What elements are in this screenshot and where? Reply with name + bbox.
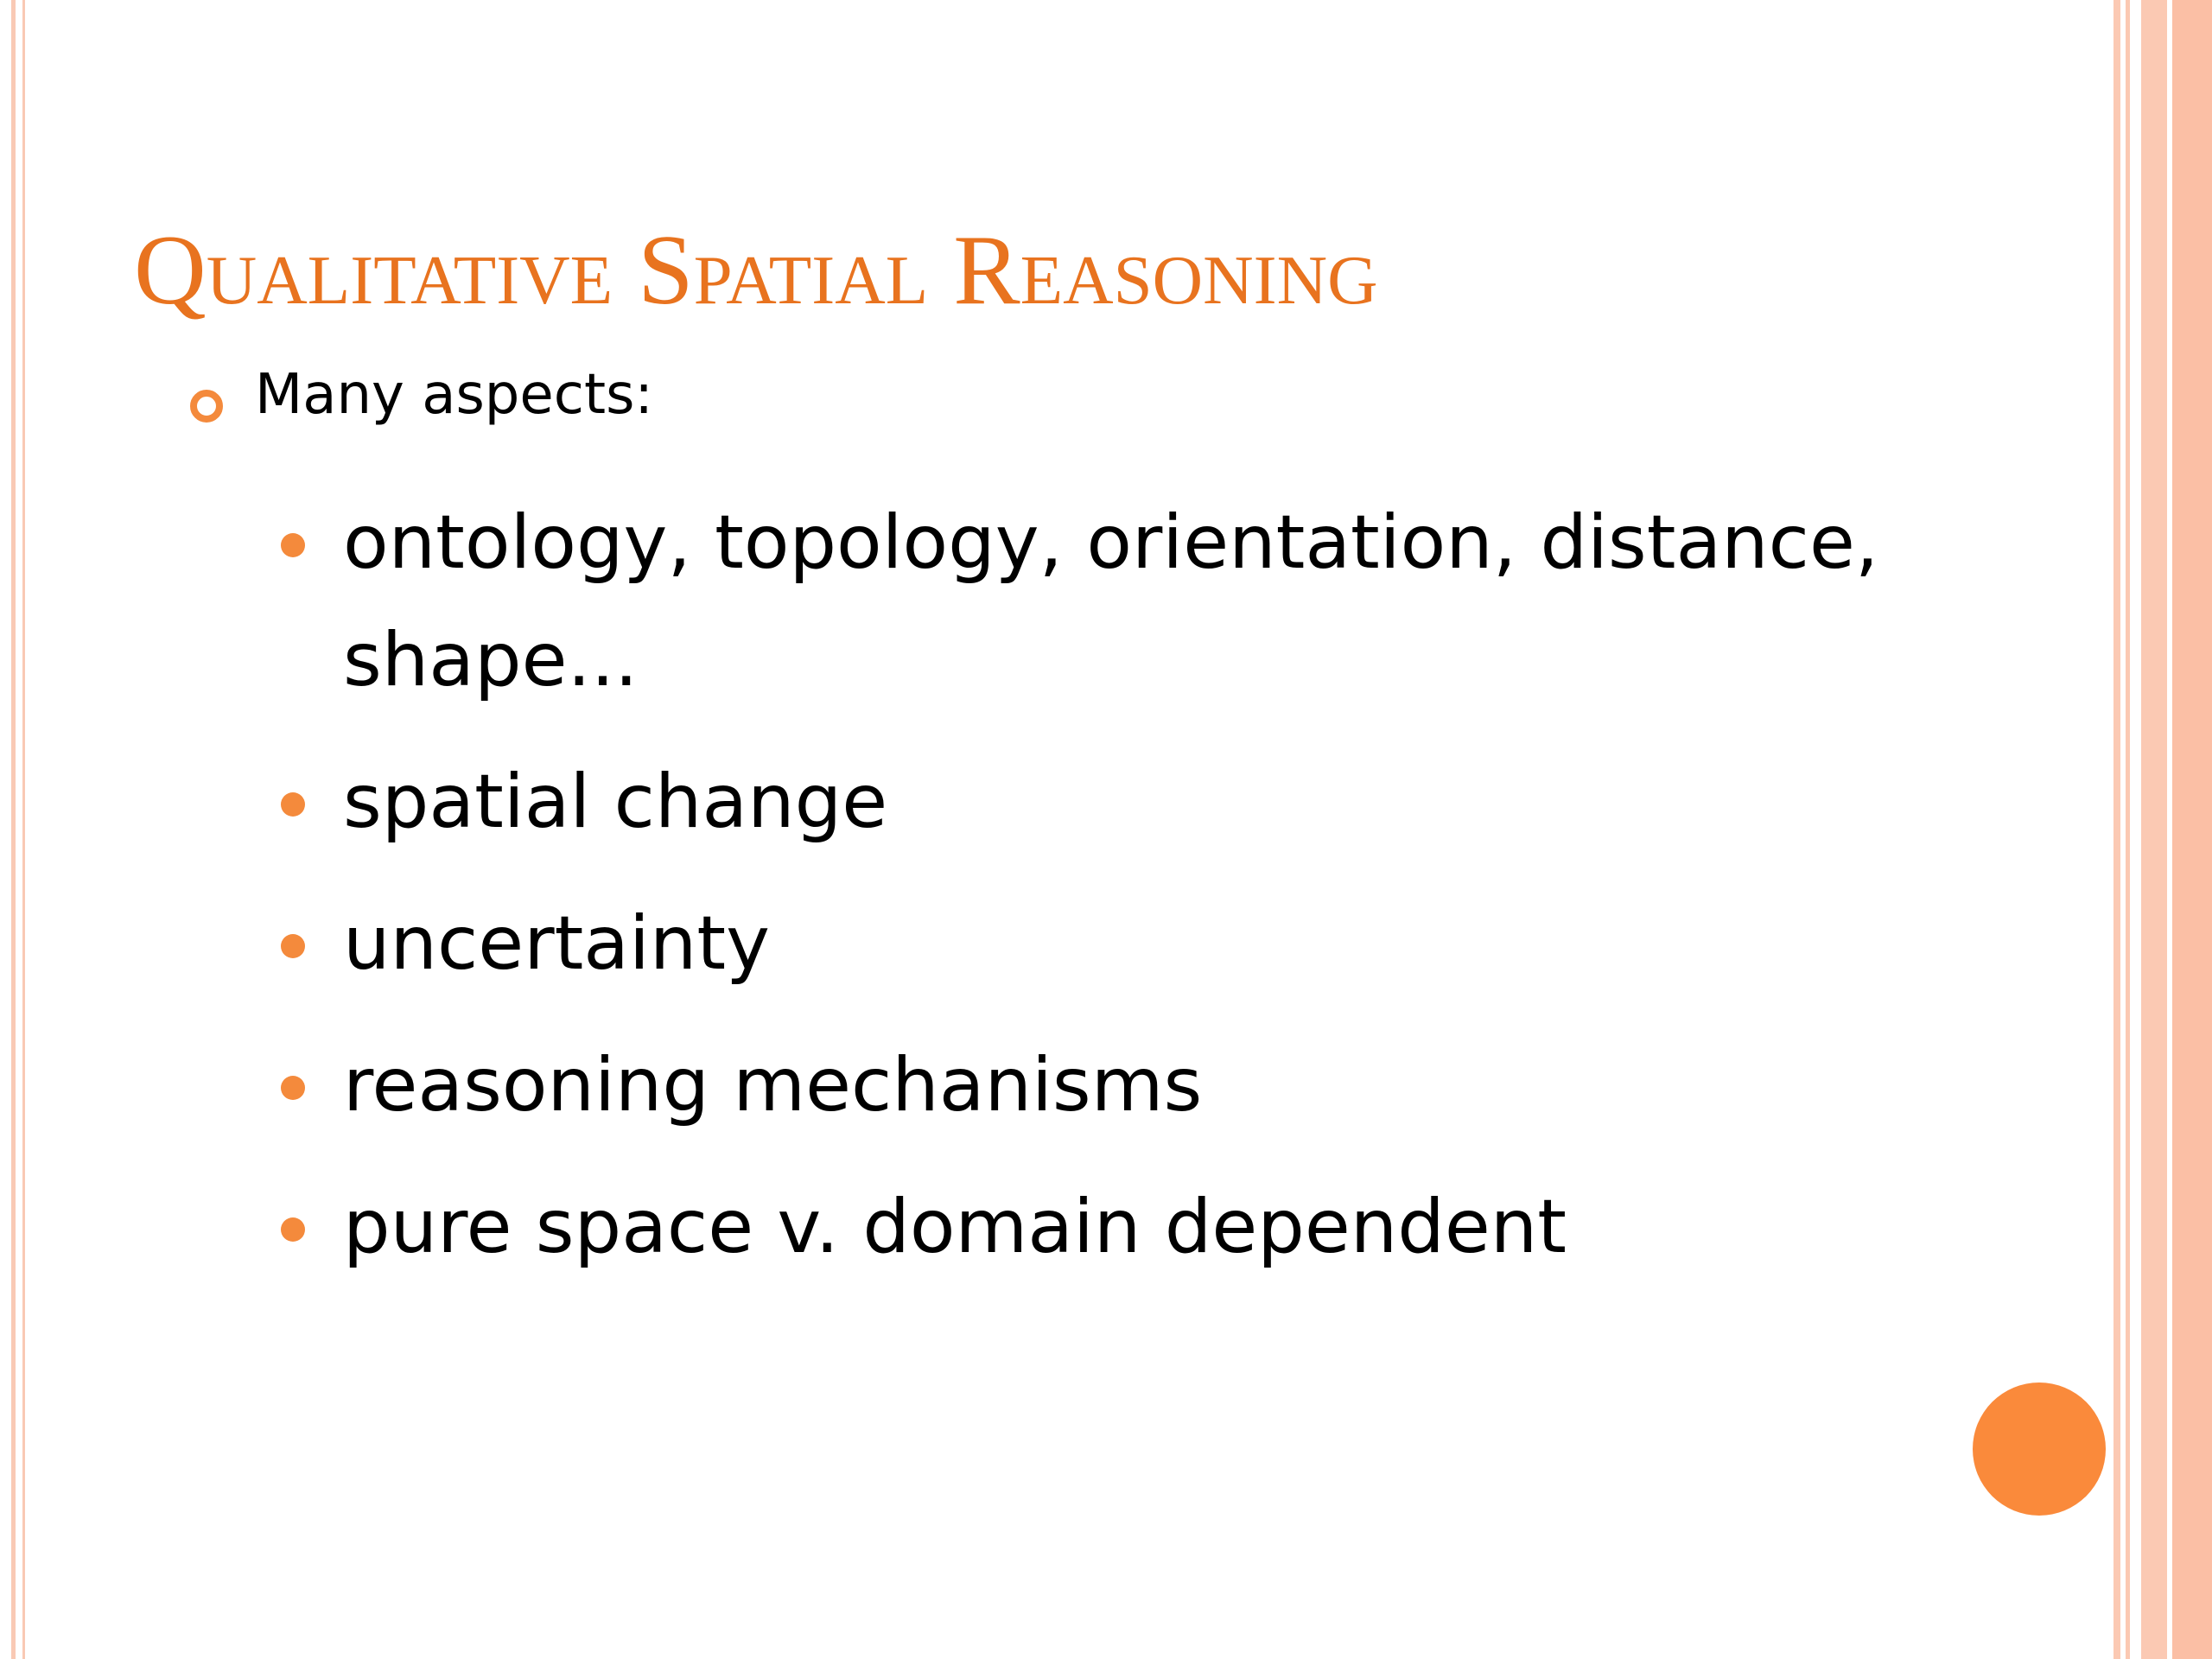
left-border-line bbox=[22, 0, 25, 1659]
bullet-text: pure space v. domain dependent bbox=[343, 1184, 1567, 1270]
right-decorative-stripe bbox=[2141, 0, 2167, 1659]
right-decorative-stripe bbox=[2126, 0, 2130, 1659]
level1-bullet-text: Many aspects: bbox=[255, 363, 653, 427]
bullet-list: ontology, topology, orientation, distanc… bbox=[281, 484, 2009, 1310]
dot-bullet-icon bbox=[281, 1217, 305, 1242]
ring-bullet-icon bbox=[190, 390, 223, 423]
bullet-text: reasoning mechanisms bbox=[343, 1042, 1203, 1128]
bullet-item: uncertainty bbox=[281, 885, 2009, 1002]
dot-bullet-icon bbox=[281, 792, 305, 817]
dot-bullet-icon bbox=[281, 934, 305, 958]
bullet-item: ontology, topology, orientation, distanc… bbox=[281, 484, 2011, 719]
bullet-item: pure space v. domain dependent bbox=[281, 1168, 2009, 1286]
dot-bullet-icon bbox=[281, 1076, 305, 1100]
dot-bullet-icon bbox=[281, 533, 305, 557]
bullet-item: reasoning mechanisms bbox=[281, 1027, 2009, 1144]
bullet-text: spatial change bbox=[343, 759, 888, 845]
right-decorative-stripe bbox=[2113, 0, 2120, 1659]
bullet-item: spatial change bbox=[281, 743, 2009, 861]
decorative-circle-icon bbox=[1973, 1382, 2106, 1516]
left-border-line bbox=[11, 0, 16, 1659]
bullet-text: uncertainty bbox=[343, 900, 770, 987]
right-decorative-stripe bbox=[2172, 0, 2212, 1659]
bullet-text: ontology, topology, orientation, distanc… bbox=[343, 499, 1879, 703]
slide-title: Qualitative Spatial Reasoning bbox=[134, 215, 1378, 326]
